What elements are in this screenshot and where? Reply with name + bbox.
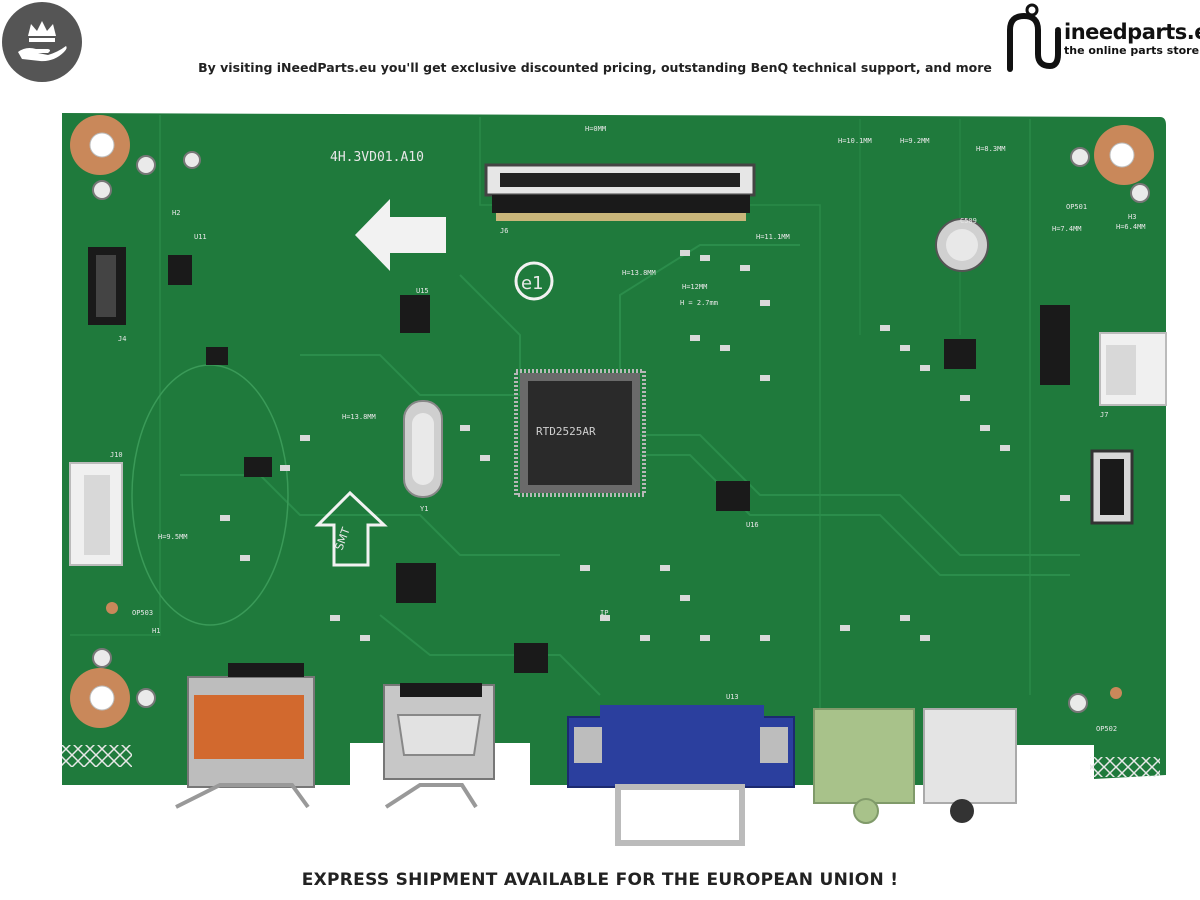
svg-text:H=0MM: H=0MM — [585, 125, 606, 133]
mounting-pad-top-left — [70, 115, 156, 200]
small-ics — [168, 255, 1070, 673]
connector-j7 — [1099, 332, 1167, 406]
crystal-oscillator — [403, 400, 443, 498]
svg-text:H=12MM: H=12MM — [682, 283, 707, 291]
svg-text:H=10.1MM: H=10.1MM — [838, 137, 872, 145]
svg-text:H=9.5MM: H=9.5MM — [158, 533, 188, 541]
svg-text:J4: J4 — [118, 335, 126, 343]
svg-text:C509: C509 — [960, 217, 977, 225]
cert-mark-circle — [514, 261, 554, 301]
svg-text:J7: J7 — [1100, 411, 1108, 419]
white-arrow-marking — [355, 199, 446, 271]
crown-hand-icon — [18, 21, 67, 62]
smd-components — [220, 250, 1070, 641]
svg-text:H=13.8MM: H=13.8MM — [342, 413, 376, 421]
brand-logo[interactable]: ineedparts.eu the online parts store — [1002, 2, 1200, 74]
shipping-banner: EXPRESS SHIPMENT AVAILABLE FOR THE EUROP… — [301, 870, 899, 890]
displayport-connector — [175, 663, 315, 809]
svg-text:H=6.4MM: H=6.4MM — [1116, 223, 1146, 231]
fpc-connector-right — [1090, 449, 1134, 525]
svg-text:H = 2.7mm: H = 2.7mm — [680, 299, 718, 307]
svg-text:H2: H2 — [172, 209, 180, 217]
scaler-chip — [514, 369, 646, 497]
connector-j4 — [88, 247, 126, 325]
brand-name: ineedparts.eu — [1064, 20, 1200, 44]
circuit-n-icon — [1007, 3, 1061, 72]
svg-text:Y1: Y1 — [420, 505, 428, 513]
brand-tagline: the online parts store — [1064, 44, 1200, 57]
cert-mark-label: e1 — [521, 273, 544, 294]
svg-text:H1: H1 — [152, 627, 160, 635]
pcb-traces — [180, 244, 1080, 696]
mounting-pad-top-right — [1070, 125, 1154, 203]
svg-text:J6: J6 — [500, 227, 508, 235]
svg-text:H=9.2MM: H=9.2MM — [900, 137, 930, 145]
mounting-pad-bottom-left — [70, 648, 156, 728]
electrolytic-capacitor — [935, 218, 989, 272]
svg-text:OP503: OP503 — [132, 609, 153, 617]
pcb-board-photo: 4H.3VD01.A10 e1 SMT RTD2525AR H=0MM H=10… — [0, 95, 1200, 855]
audio-jack-grey — [923, 708, 1017, 823]
svg-text:H=7.4MM: H=7.4MM — [1052, 225, 1082, 233]
board-model-label: 4H.3VD01.A10 — [330, 150, 424, 165]
svg-text:U16: U16 — [746, 521, 759, 529]
connector-j10 — [69, 462, 123, 566]
svg-text:U13: U13 — [726, 693, 739, 701]
vga-connector — [567, 705, 795, 846]
pcb-board-drawing: 4H.3VD01.A10 e1 SMT RTD2525AR H=0MM H=10… — [62, 113, 1167, 846]
svg-text:U15: U15 — [416, 287, 429, 295]
promo-text: By visiting iNeedParts.eu you'll get exc… — [198, 60, 992, 75]
svg-text:U11: U11 — [194, 233, 207, 241]
svg-text:OP502: OP502 — [1096, 725, 1117, 733]
fpc-connector-j6 — [484, 163, 756, 221]
svg-text:H=8.3MM: H=8.3MM — [976, 145, 1006, 153]
crown-hand-badge — [2, 2, 82, 82]
chip-label: RTD2525AR — [536, 425, 596, 438]
smt-arrow-marking — [314, 490, 388, 567]
hdmi-connector — [383, 683, 495, 809]
svg-text:J10: J10 — [110, 451, 123, 459]
svg-text:H=13.8MM: H=13.8MM — [622, 269, 656, 277]
svg-text:H=11.1MM: H=11.1MM — [756, 233, 790, 241]
svg-text:H3: H3 — [1128, 213, 1136, 221]
audio-jack-green — [813, 708, 915, 824]
svg-text:OP501: OP501 — [1066, 203, 1087, 211]
svg-text:IP: IP — [600, 609, 608, 617]
